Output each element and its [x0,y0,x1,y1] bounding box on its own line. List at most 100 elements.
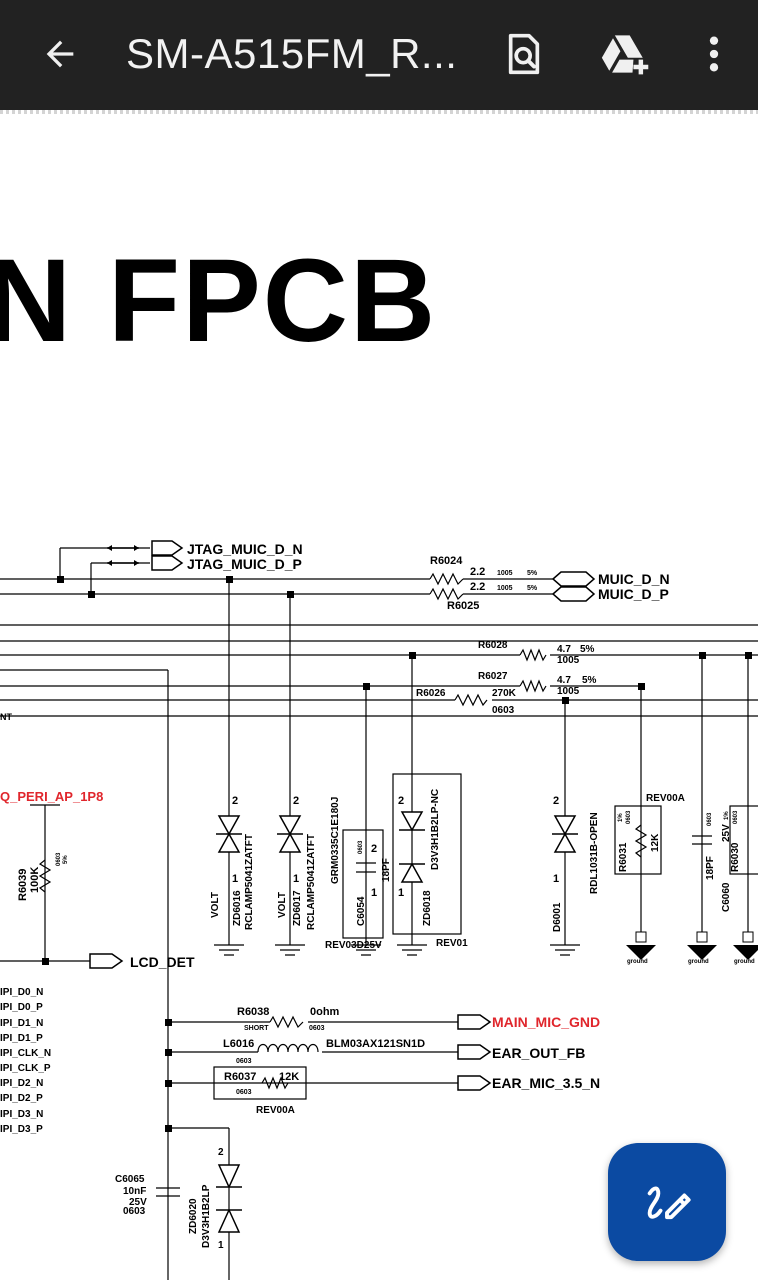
mipi-net-label: IPI_D2_P [0,1093,43,1104]
cap-package: 0603 [707,812,713,826]
r6026-package: 0603 [492,705,515,716]
l6016-part: BLM03AX121SN1D [326,1038,425,1050]
zd6016-label: ZD6016 [232,890,243,926]
r6037-label: R6037 [224,1071,256,1083]
r6027-package: 1005 [557,686,580,697]
zd6020-part: D3V3H1B2LP [201,1184,212,1248]
net-muic-d-n: MUIC_D_N [598,571,670,587]
zd6020-pin1: 1 [218,1240,224,1251]
c6065-label: C6065 [115,1174,145,1185]
r6028-tolerance: 5% [580,644,595,655]
zd6017-pin2: 2 [293,795,299,807]
r6038-note: SHORT [244,1025,269,1032]
r6039-tolerance: 5% [63,855,69,864]
mipi-net-label: IPI_D3_N [0,1109,43,1120]
r6024-label: R6024 [430,555,463,567]
c6065-value: 10nF [123,1186,146,1197]
net-ear-out-fb: EAR_OUT_FB [492,1045,585,1061]
zd6017-part: RCLAMP5041ZATFT [306,834,317,930]
r6031-label: R6031 [618,842,629,872]
c6060-label: C6060 [721,882,732,912]
ground-label-c: ground [734,959,755,965]
zd6018-pin2: 2 [398,795,404,807]
zd6017-pin1: 1 [293,873,299,885]
edit-pen-icon [647,1186,691,1220]
more-options-button[interactable] [684,24,744,84]
zd6017-volt: VOLT [277,892,288,918]
r6024-package: 1005 [497,570,513,577]
c6065-package: 0603 [123,1206,146,1217]
rev00a-label-b: REV00A [256,1105,295,1116]
arrow-left-icon [46,40,74,68]
r6025-label: R6025 [447,600,479,612]
schematic-diagram: JTAG_MUIC_D_N JTAG_MUIC_D_P MUIC_D_N MUI… [0,540,758,1280]
schematic-heading: N FPCB [0,235,438,367]
r6030-package: 0603 [733,810,739,824]
rdl-part: RDL1031B-OPEN [589,812,600,894]
pdf-page-viewer[interactable]: N FPCB [0,114,758,1280]
c6054-label: C6054 [356,896,367,926]
mipi-net-label: IPI_D1_N [0,1018,43,1029]
mipi-net-label: IPI_CLK_N [0,1048,51,1059]
l6016-package: 0603 [236,1058,252,1065]
r6039-package: 0603 [56,852,62,866]
r6027-value: 4.7 [557,675,571,686]
net-muic-d-p: MUIC_D_P [598,586,669,602]
net-nt-label: NT [0,712,12,722]
app-toolbar: SM-A515FM_R... [0,0,758,110]
document-title: SM-A515FM_R... [126,30,458,77]
mipi-net-label: IPI_D1_P [0,1033,43,1044]
l6016-label: L6016 [223,1038,254,1050]
zd6020-pin2: 2 [218,1147,224,1158]
more-vert-icon [709,36,719,72]
r6028-value: 4.7 [557,644,571,655]
zd6016-part: RCLAMP5041ZATFT [244,834,255,930]
r6039-value: 100K [29,867,41,893]
net-jtag-d-n: JTAG_MUIC_D_N [187,541,303,557]
c6054-pin1: 1 [371,887,377,899]
r6037-package: 0603 [236,1089,252,1096]
cap-18pf-value: 18PF [705,856,716,880]
zd6018-label: ZD6018 [422,890,433,926]
r6030-tolerance: 1% [724,811,730,820]
find-in-page-button[interactable] [494,24,554,84]
r6024-tolerance: 5% [527,570,538,577]
rev00a-label-a: REV00A [646,793,685,804]
c6054-pin2: 2 [371,843,377,855]
r6038-label: R6038 [237,1006,269,1018]
mipi-net-label: IPI_CLK_P [0,1063,51,1074]
r6031-tolerance: 1% [618,813,624,822]
r6028-package: 1005 [557,655,580,666]
annotate-fab-button[interactable] [608,1143,726,1261]
r6038-value: 0ohm [310,1006,340,1018]
zd6018-pin1: 1 [398,887,404,899]
zd6018-part: D3V3H1B2LP-NC [430,789,441,870]
r6028-label: R6028 [478,640,508,651]
r6039-label: R6039 [17,869,29,901]
r6025-package: 1005 [497,585,513,592]
grm-part: GRM0335C1E180J [330,797,341,884]
zd6017-label: ZD6017 [292,890,303,926]
r6024-value: 2.2 [470,566,485,578]
add-to-drive-button[interactable] [594,24,658,84]
net-jtag-d-p: JTAG_MUIC_D_P [187,556,302,572]
d6001-pin2: 2 [553,795,559,807]
r6031-package: 0603 [626,810,632,824]
page-top-edge [0,110,758,114]
d6001-pin1: 1 [553,873,559,885]
d6001-label: D6001 [552,902,563,932]
r6037-value: 12K [279,1071,299,1083]
r6038-package: 0603 [309,1025,325,1032]
mipi-net-label: IPI_D0_N [0,987,43,998]
r6026-label: R6026 [416,688,446,699]
back-button[interactable] [30,24,90,84]
net-main-mic-gnd: MAIN_MIC_GND [492,1014,600,1030]
drive-add-icon [601,35,649,75]
r6027-tolerance: 5% [582,675,597,686]
c6054-value: 18PF [381,858,392,882]
r6030-label: R6030 [730,842,741,872]
r6031-value: 12K [650,833,661,852]
net-q-peri-ap: Q_PERI_AP_1P8 [0,789,103,804]
mipi-net-label: IPI_D0_P [0,1002,43,1013]
zd6016-pin1: 1 [232,873,238,885]
